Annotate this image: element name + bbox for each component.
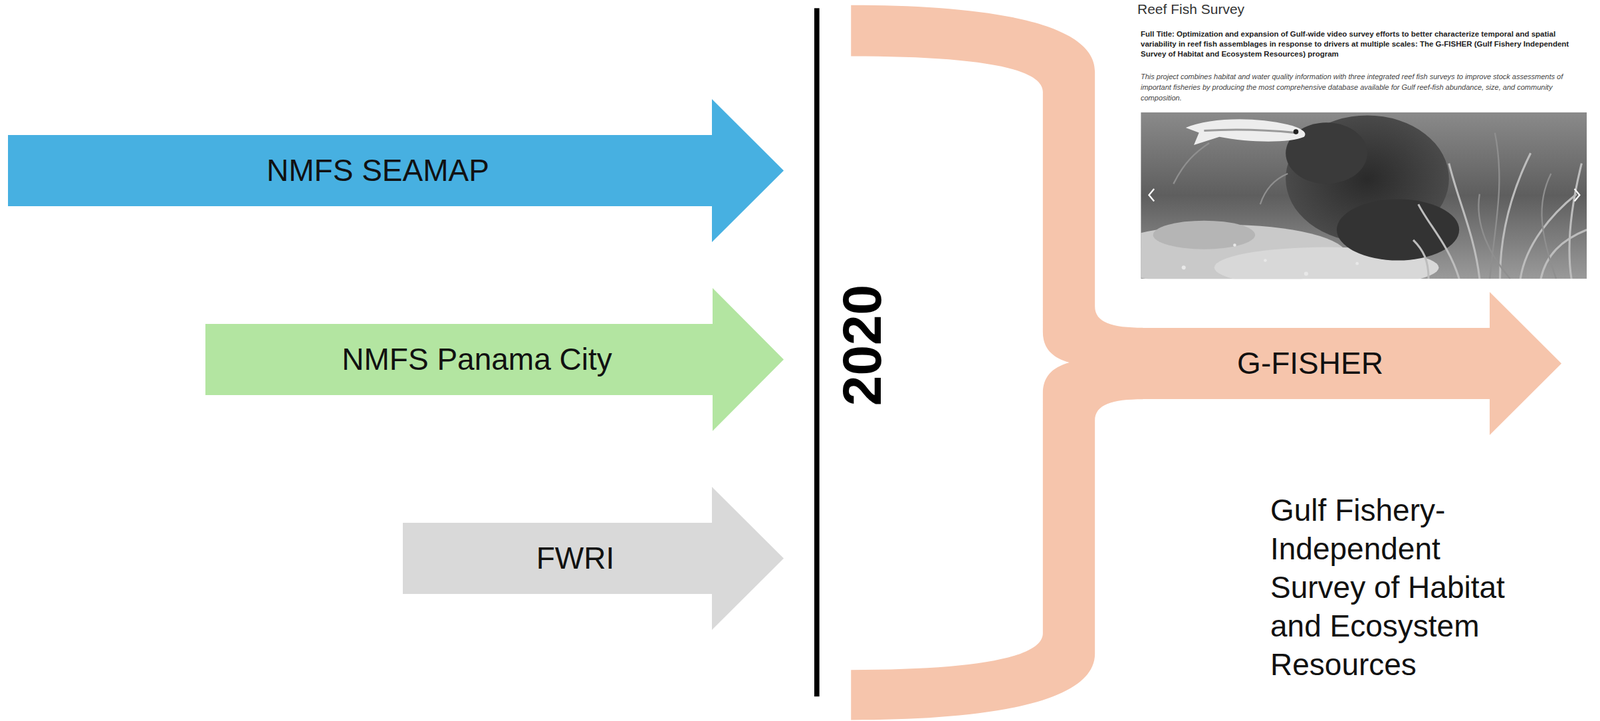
- arrow-fill: [1094, 291, 1562, 435]
- arrow-label: NMFS Panama City: [341, 342, 612, 377]
- arrow-fill: [7, 99, 784, 242]
- arrow-body: NMFS Panama City: [205, 323, 749, 395]
- arrow-fill: [402, 486, 784, 630]
- program-arrow: NMFS Panama City: [205, 287, 784, 431]
- project-summary: This project combines habitat and water …: [1140, 71, 1588, 104]
- arrow-label: G-FISHER: [1237, 346, 1384, 381]
- program-arrow: FWRI: [402, 486, 784, 630]
- merged-program-arrow: G-FISHER: [1094, 291, 1562, 435]
- arrow-label: NMFS SEAMAP: [266, 153, 490, 188]
- arrow-label: FWRI: [536, 541, 615, 575]
- arrow-body: G-FISHER: [1094, 327, 1526, 399]
- reef-photo: [1140, 112, 1587, 279]
- acronym-expansion: Gulf Fishery-Independent Survey of Habit…: [1270, 490, 1537, 684]
- program-arrow: NMFS SEAMAP: [7, 99, 784, 242]
- year-label: 2020: [834, 284, 890, 406]
- page-heading: Reef Fish Survey: [1137, 1, 1245, 18]
- full-title: Full Title: Optimization and expansion o…: [1140, 29, 1588, 60]
- arrow-body: NMFS SEAMAP: [7, 134, 748, 207]
- arrow-body: FWRI: [402, 522, 748, 594]
- arrow-fill: [205, 287, 784, 431]
- timeline-line: [814, 7, 820, 696]
